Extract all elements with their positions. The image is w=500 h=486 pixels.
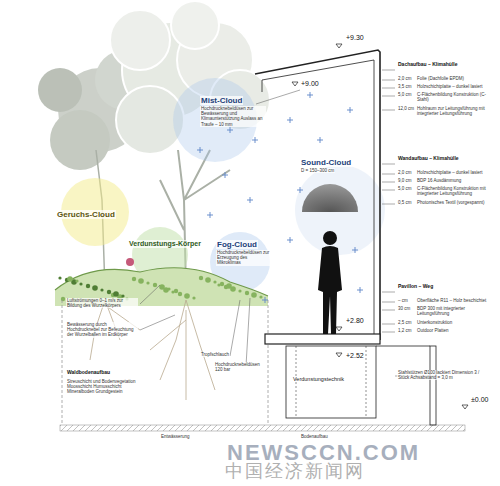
layer-description: BDP 300 mit integrierter Leitungsführung — [416, 306, 496, 316]
layer-thickness: 5,0 cm — [397, 186, 413, 191]
layer-description: Holzschichtplatte – dunkel lasiert — [416, 84, 496, 89]
layer-description: Holzschichtplatte – dunkel lasiert — [416, 170, 496, 175]
ground-line — [60, 425, 465, 431]
layer-heading: Wandaufbau – Klimahülle — [397, 156, 460, 162]
soil-note: Luftströmungen 0–1 m/s zur Bildung des W… — [66, 298, 138, 308]
part-label: Verdunstungstechnik — [292, 376, 345, 382]
layer-description: Outdoor Platten — [416, 328, 496, 333]
soil-note: Streuschicht und Bodenvegetation Moossch… — [66, 379, 138, 395]
soil-note: Bewässerung durch Hochdrucknebel zur Bef… — [66, 322, 138, 338]
elevation-label: +2.80 — [345, 317, 365, 325]
cloud-name: Mist-Cloud — [200, 96, 243, 105]
pavilion-section — [255, 50, 436, 425]
layer-description: Hohlraum zur Leitungsführung mit integri… — [416, 106, 496, 116]
part-label: Tropfschlauch — [200, 352, 230, 357]
layer-description: Folie (Dachfolie EPDM) — [416, 76, 496, 81]
tree-canopy — [38, 1, 270, 170]
layer-thickness: 1,2 cm — [397, 328, 413, 333]
flower — [126, 258, 134, 266]
person-silhouette — [318, 231, 342, 334]
layer-heading: Pavillon – Weg — [397, 284, 434, 290]
layer-description: Oberfläche R11 – Holz beschichtet — [416, 298, 496, 303]
elevation-label: +9.30 — [345, 34, 365, 42]
part-label: Bodenaufbau — [300, 434, 329, 439]
part-note: Stahlstützen Ø100 lackiert Dimension 3 /… — [397, 370, 487, 380]
sound-cloud-dome — [302, 184, 358, 212]
layer-thickness: 2,5 cm — [397, 320, 413, 325]
layer-thickness: 0,5 cm — [397, 200, 413, 205]
layer-description: BDP 16 Ausdämmung — [416, 178, 496, 183]
layer-thickness: 2,0 cm — [397, 76, 413, 81]
cloud-note: Hochdrucknebeldüsen zur Bewässerung und … — [200, 106, 266, 127]
layer-description: Photonisches Textil (vorgespannt) — [416, 200, 496, 205]
layer-thickness: 30 cm — [397, 306, 411, 311]
leader-lines — [140, 70, 437, 376]
cloud-name: Fog-Cloud — [216, 240, 258, 249]
layer-thickness: 12,0 cm — [397, 106, 415, 111]
elevation-label: +9.00 — [300, 80, 320, 88]
layer-description: C-Flächenbildung Konstruktion mit integr… — [416, 186, 496, 196]
layer-thickness: – cm — [397, 298, 409, 303]
mist-particles — [197, 92, 363, 303]
layer-description: Unterkonstruktion — [416, 320, 496, 325]
cloud-name: Verdunstungs-Körper — [128, 240, 202, 248]
cloud-note: D = 150–300 cm — [300, 168, 335, 173]
part-label: Entwässerung — [160, 434, 191, 439]
cloud-name: Geruchs-Cloud — [56, 210, 116, 219]
layer-heading: Waldbodenaufbau — [66, 370, 111, 376]
cloud-note: Hochdrucknebeldüsen zur Erzeugung des Mi… — [216, 250, 272, 266]
part-label: Hochdrucknebeldüsen 120 bar — [214, 362, 264, 372]
cloud-name: Sound-Cloud — [300, 158, 352, 167]
layer-thickness: 9,0 cm — [397, 178, 413, 183]
layer-thickness: 3,5 cm — [397, 84, 413, 89]
layer-description: C-Flächenbildung Konstruktion (C-Stahl) — [416, 92, 496, 102]
layer-thickness: 2,0 cm — [397, 170, 413, 175]
layer-heading: Dachaufbau – Klimahülle — [397, 62, 458, 68]
layer-thickness: 5,0 cm — [397, 92, 413, 97]
sound-cloud-zone — [295, 165, 385, 255]
elevation-label: ±0.00 — [470, 396, 489, 404]
watermark: 中国经济新闻网 — [224, 461, 366, 482]
elevation-label: +2.52 — [345, 352, 365, 360]
